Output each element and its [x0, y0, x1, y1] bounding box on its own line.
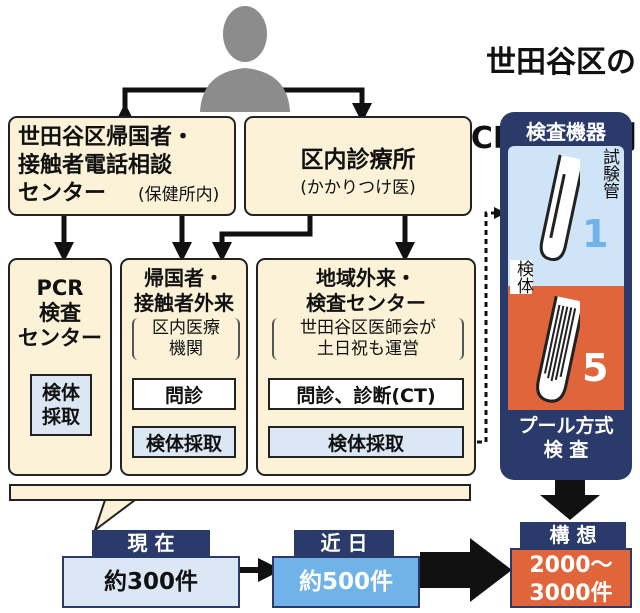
title-line1: 世田谷区の	[486, 45, 636, 80]
clinic-box: 区内診療所 (かかりつけ医)	[244, 116, 472, 216]
pcr-center-box: PCR 検査 センター 検体 採取	[8, 258, 112, 476]
returnee-sample: 検体採取	[132, 426, 236, 458]
test-machine-title: 検査機器	[526, 120, 606, 144]
tube-label: 試験管	[599, 148, 619, 199]
stage-plan-value: 2000〜 3000件	[510, 548, 632, 608]
stage-now-label: 現 在	[92, 530, 210, 556]
stage-now-value: 約300件	[62, 556, 240, 608]
pool-method-label: プール方式 検 査	[518, 415, 614, 461]
returnee-interview: 問診	[132, 378, 236, 410]
call-center-label: 世田谷区帰国者・ 接触者電話相談 センター	[18, 125, 195, 206]
test-tube-icon	[539, 154, 580, 262]
pcr-center-sample: 検体 採取	[30, 374, 92, 436]
single-count: 1	[582, 212, 609, 256]
pooled-tube-icon	[536, 296, 580, 403]
regional-label: 地域外来・ 検査センター	[306, 266, 426, 315]
regional-box: 地域外来・ 検査センター 世田谷区医師会が 土日祝も運営 問診、診断(CT) 検…	[256, 258, 476, 476]
regional-sample: 検体採取	[268, 426, 464, 458]
clinic-label: 区内診療所	[300, 147, 416, 173]
pooled-count: 5	[582, 346, 609, 390]
clinic-note: (かかりつけ医)	[300, 178, 416, 198]
regional-note: 世田谷区医師会が 土日祝も運営	[272, 318, 464, 360]
returnee-label: 帰国者・ 接触者外来	[134, 266, 234, 315]
pcr-center-label: PCR 検査 センター	[18, 276, 102, 350]
stage-soon-label: 近 日	[294, 530, 394, 556]
regional-interview: 問診、診断(CT)	[268, 378, 464, 410]
person-icon	[200, 6, 290, 112]
call-center-note: (保健所内)	[138, 185, 220, 205]
sample-label: 検体	[510, 260, 533, 294]
stage-soon: 近 日 約500件	[272, 530, 420, 608]
call-center-box: 世田谷区帰国者・ 接触者電話相談 センター (保健所内)	[8, 116, 236, 216]
stage-now: 現 在 約300件	[62, 530, 240, 608]
test-machine-panel: 検査機器 試験管 検体 1 5 プール方式 検 査	[500, 112, 632, 480]
returnee-box: 帰国者・ 接触者外来 区内医療 機関 問診 検体採取	[120, 258, 248, 476]
stage-plan-label: 構 想	[520, 522, 626, 548]
stage-plan: 構 想 2000〜 3000件	[510, 522, 636, 610]
returnee-note: 区内医療 機関	[132, 318, 240, 360]
stage-soon-value: 約500件	[272, 556, 420, 608]
